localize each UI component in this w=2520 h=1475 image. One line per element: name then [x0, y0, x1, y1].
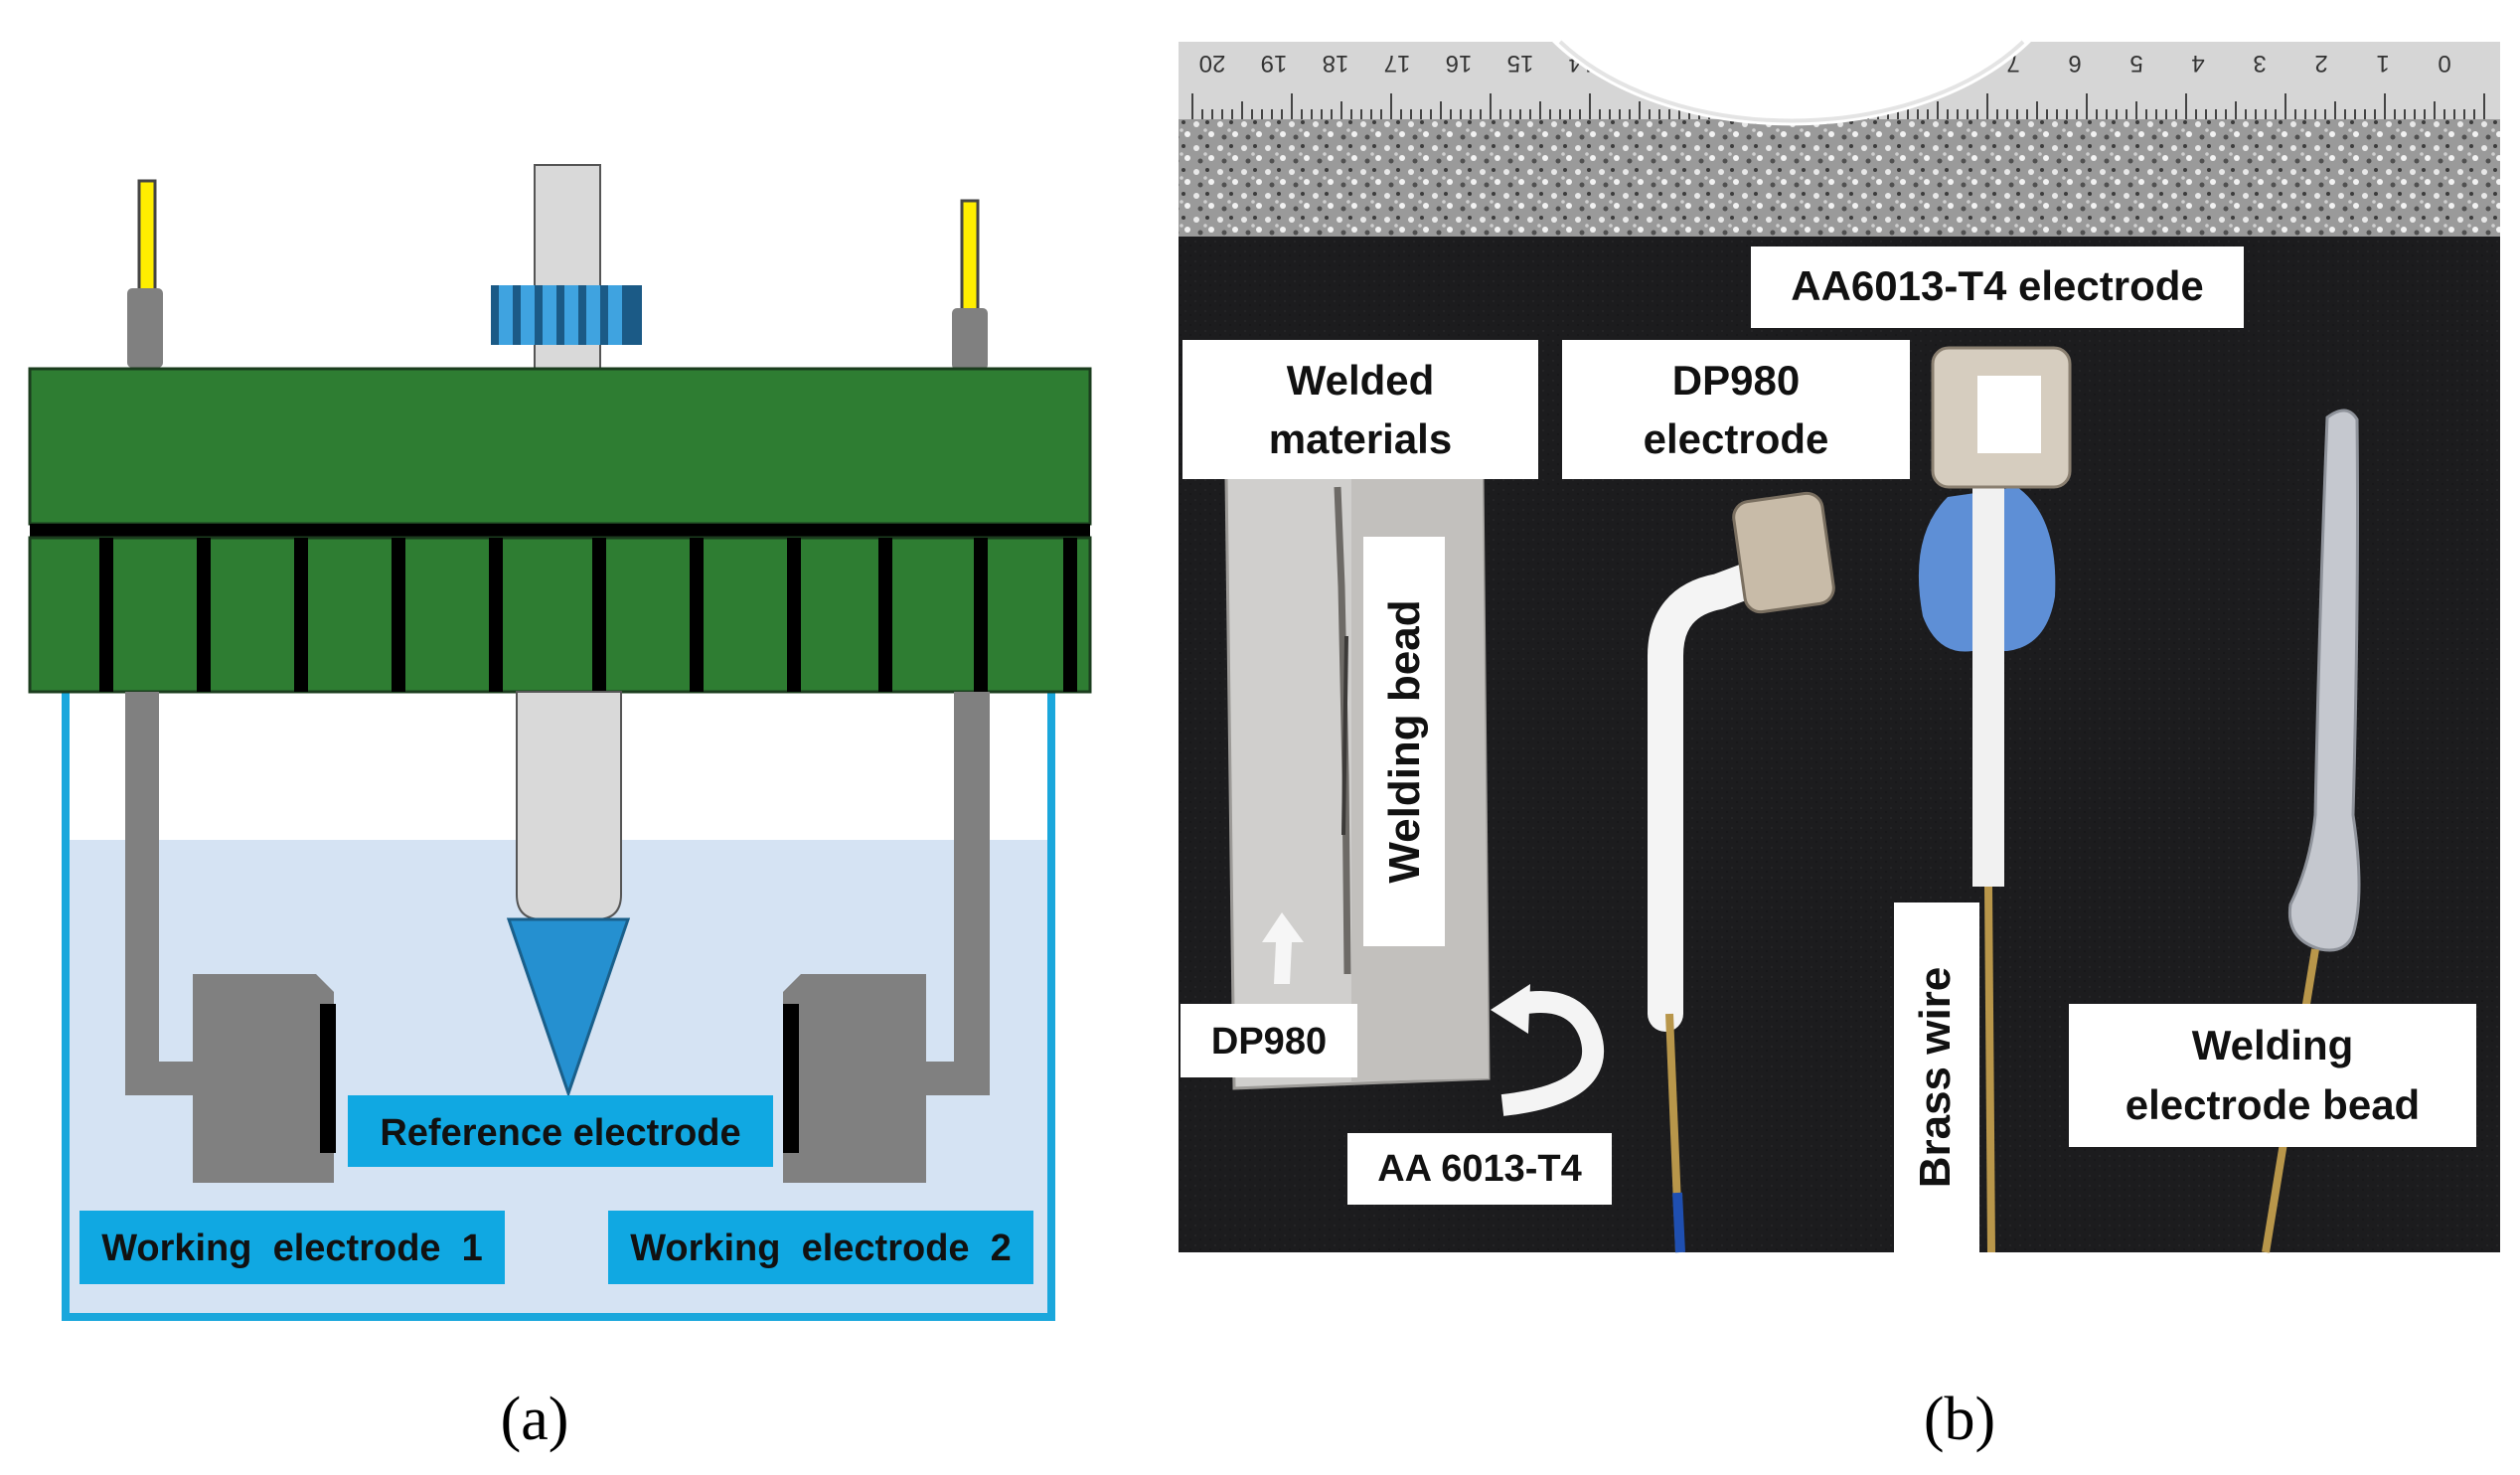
- dp980-label: DP980: [1211, 1021, 1327, 1063]
- reference-electrode-tip: [506, 917, 631, 1098]
- ruler-number: 19: [1261, 50, 1288, 77]
- working-electrode-1-label-box: [79, 1211, 505, 1284]
- dp980-label-box: [1181, 1004, 1357, 1077]
- ruler-number: 4: [2191, 50, 2204, 77]
- welded-materials-label-line2: materials: [1269, 415, 1452, 462]
- aa6013-curved-arrow: [1500, 991, 1605, 1116]
- welded-materials-label-line1: Welded: [1287, 357, 1435, 404]
- reference-electrode-stem: [516, 691, 622, 920]
- terminal-right: [960, 199, 980, 312]
- working-electrode-2-face: [783, 1004, 799, 1153]
- terminal-right-post: [952, 308, 988, 370]
- panel-b-photo: 20191817161514131211109876543210 AA6013-: [1179, 40, 2500, 1453]
- panel-a-diagram: Reference electrode Working electrode 1 …: [28, 164, 1092, 1453]
- welding-bead-label: Welding bead: [1380, 599, 1429, 883]
- working-electrode-1-block: [193, 974, 334, 1183]
- ruler-number: 15: [1507, 50, 1534, 77]
- welding-electrode-bead-label-line1: Welding: [2192, 1022, 2354, 1068]
- dp980-electrode-sample: [1732, 491, 1835, 614]
- reference-electrode-label: Reference electrode: [380, 1112, 740, 1154]
- cell-lid-top: [28, 367, 1092, 526]
- dp980-arrow: [1262, 912, 1304, 984]
- brass-wire-label: Brass wire: [1911, 967, 1960, 1189]
- aa6013-electrode-wire: [1972, 487, 2004, 887]
- ruler-number: 18: [1323, 50, 1349, 77]
- lid-grooves: [99, 538, 1077, 692]
- dp980-electrode-label-line1: DP980: [1672, 357, 1800, 404]
- ruler-number: 5: [2129, 50, 2142, 77]
- working-electrode-1-label: Working electrode 1: [101, 1228, 483, 1269]
- ruler-number: 0: [2438, 50, 2450, 77]
- ruler-number: 6: [2068, 50, 2081, 77]
- welding-electrode-bead-label-line2: electrode bead: [2126, 1081, 2420, 1128]
- working-electrode-2-label-box: [608, 1211, 1033, 1284]
- cell-lid-bottom: [28, 536, 1092, 694]
- dp980-electrode-label-line2: electrode: [1644, 415, 1829, 462]
- ruler-number: 1: [2376, 50, 2389, 77]
- aa6013-electrode-label-box: [1751, 246, 2244, 328]
- dp980-electrode-label-box: [1562, 340, 1910, 479]
- welded-materials-label-box: [1182, 340, 1538, 479]
- welding-bead-line: [1334, 486, 1351, 975]
- working-electrode-2-label: Working electrode 2: [630, 1228, 1012, 1269]
- cell-lid-band: [30, 524, 1090, 538]
- aa6013-electrode-label: AA6013-T4 electrode: [1791, 262, 2204, 309]
- working-electrode-2-block: [783, 974, 926, 1183]
- working-electrode-2-wire: [924, 692, 990, 1095]
- welding-bead-label-box: [1363, 537, 1445, 946]
- aa6013-electrode-face: [1977, 376, 2041, 453]
- ruler-number: 20: [1199, 50, 1226, 77]
- dp980-electrode-wire: [1648, 559, 1777, 1032]
- panel-b-caption: (b): [1924, 1386, 1995, 1453]
- aa6013-label-box: [1347, 1133, 1612, 1205]
- working-electrode-1-face: [320, 1004, 336, 1153]
- reference-electrode-label-box: [348, 1095, 773, 1167]
- panel-a-caption: (a): [501, 1386, 569, 1453]
- terminal-left: [137, 179, 157, 292]
- working-electrode-1-wire: [125, 692, 195, 1095]
- welding-electrode-bead-label-box: [2069, 1004, 2476, 1147]
- reference-electrode-cap: [491, 285, 642, 345]
- ruler-number: 17: [1384, 50, 1411, 77]
- ruler-number: 16: [1446, 50, 1473, 77]
- ruler-number: 2: [2314, 50, 2327, 77]
- cell-tank: [62, 686, 1055, 1321]
- welding-electrode-bead: [2287, 409, 2361, 952]
- aa6013-label: AA 6013-T4: [1377, 1148, 1582, 1190]
- brass-wire-label-box: [1894, 902, 1979, 1252]
- aa6013-brass-lead: [1984, 886, 1995, 1253]
- terminal-left-post: [127, 288, 163, 368]
- ruler-number: 3: [2253, 50, 2266, 77]
